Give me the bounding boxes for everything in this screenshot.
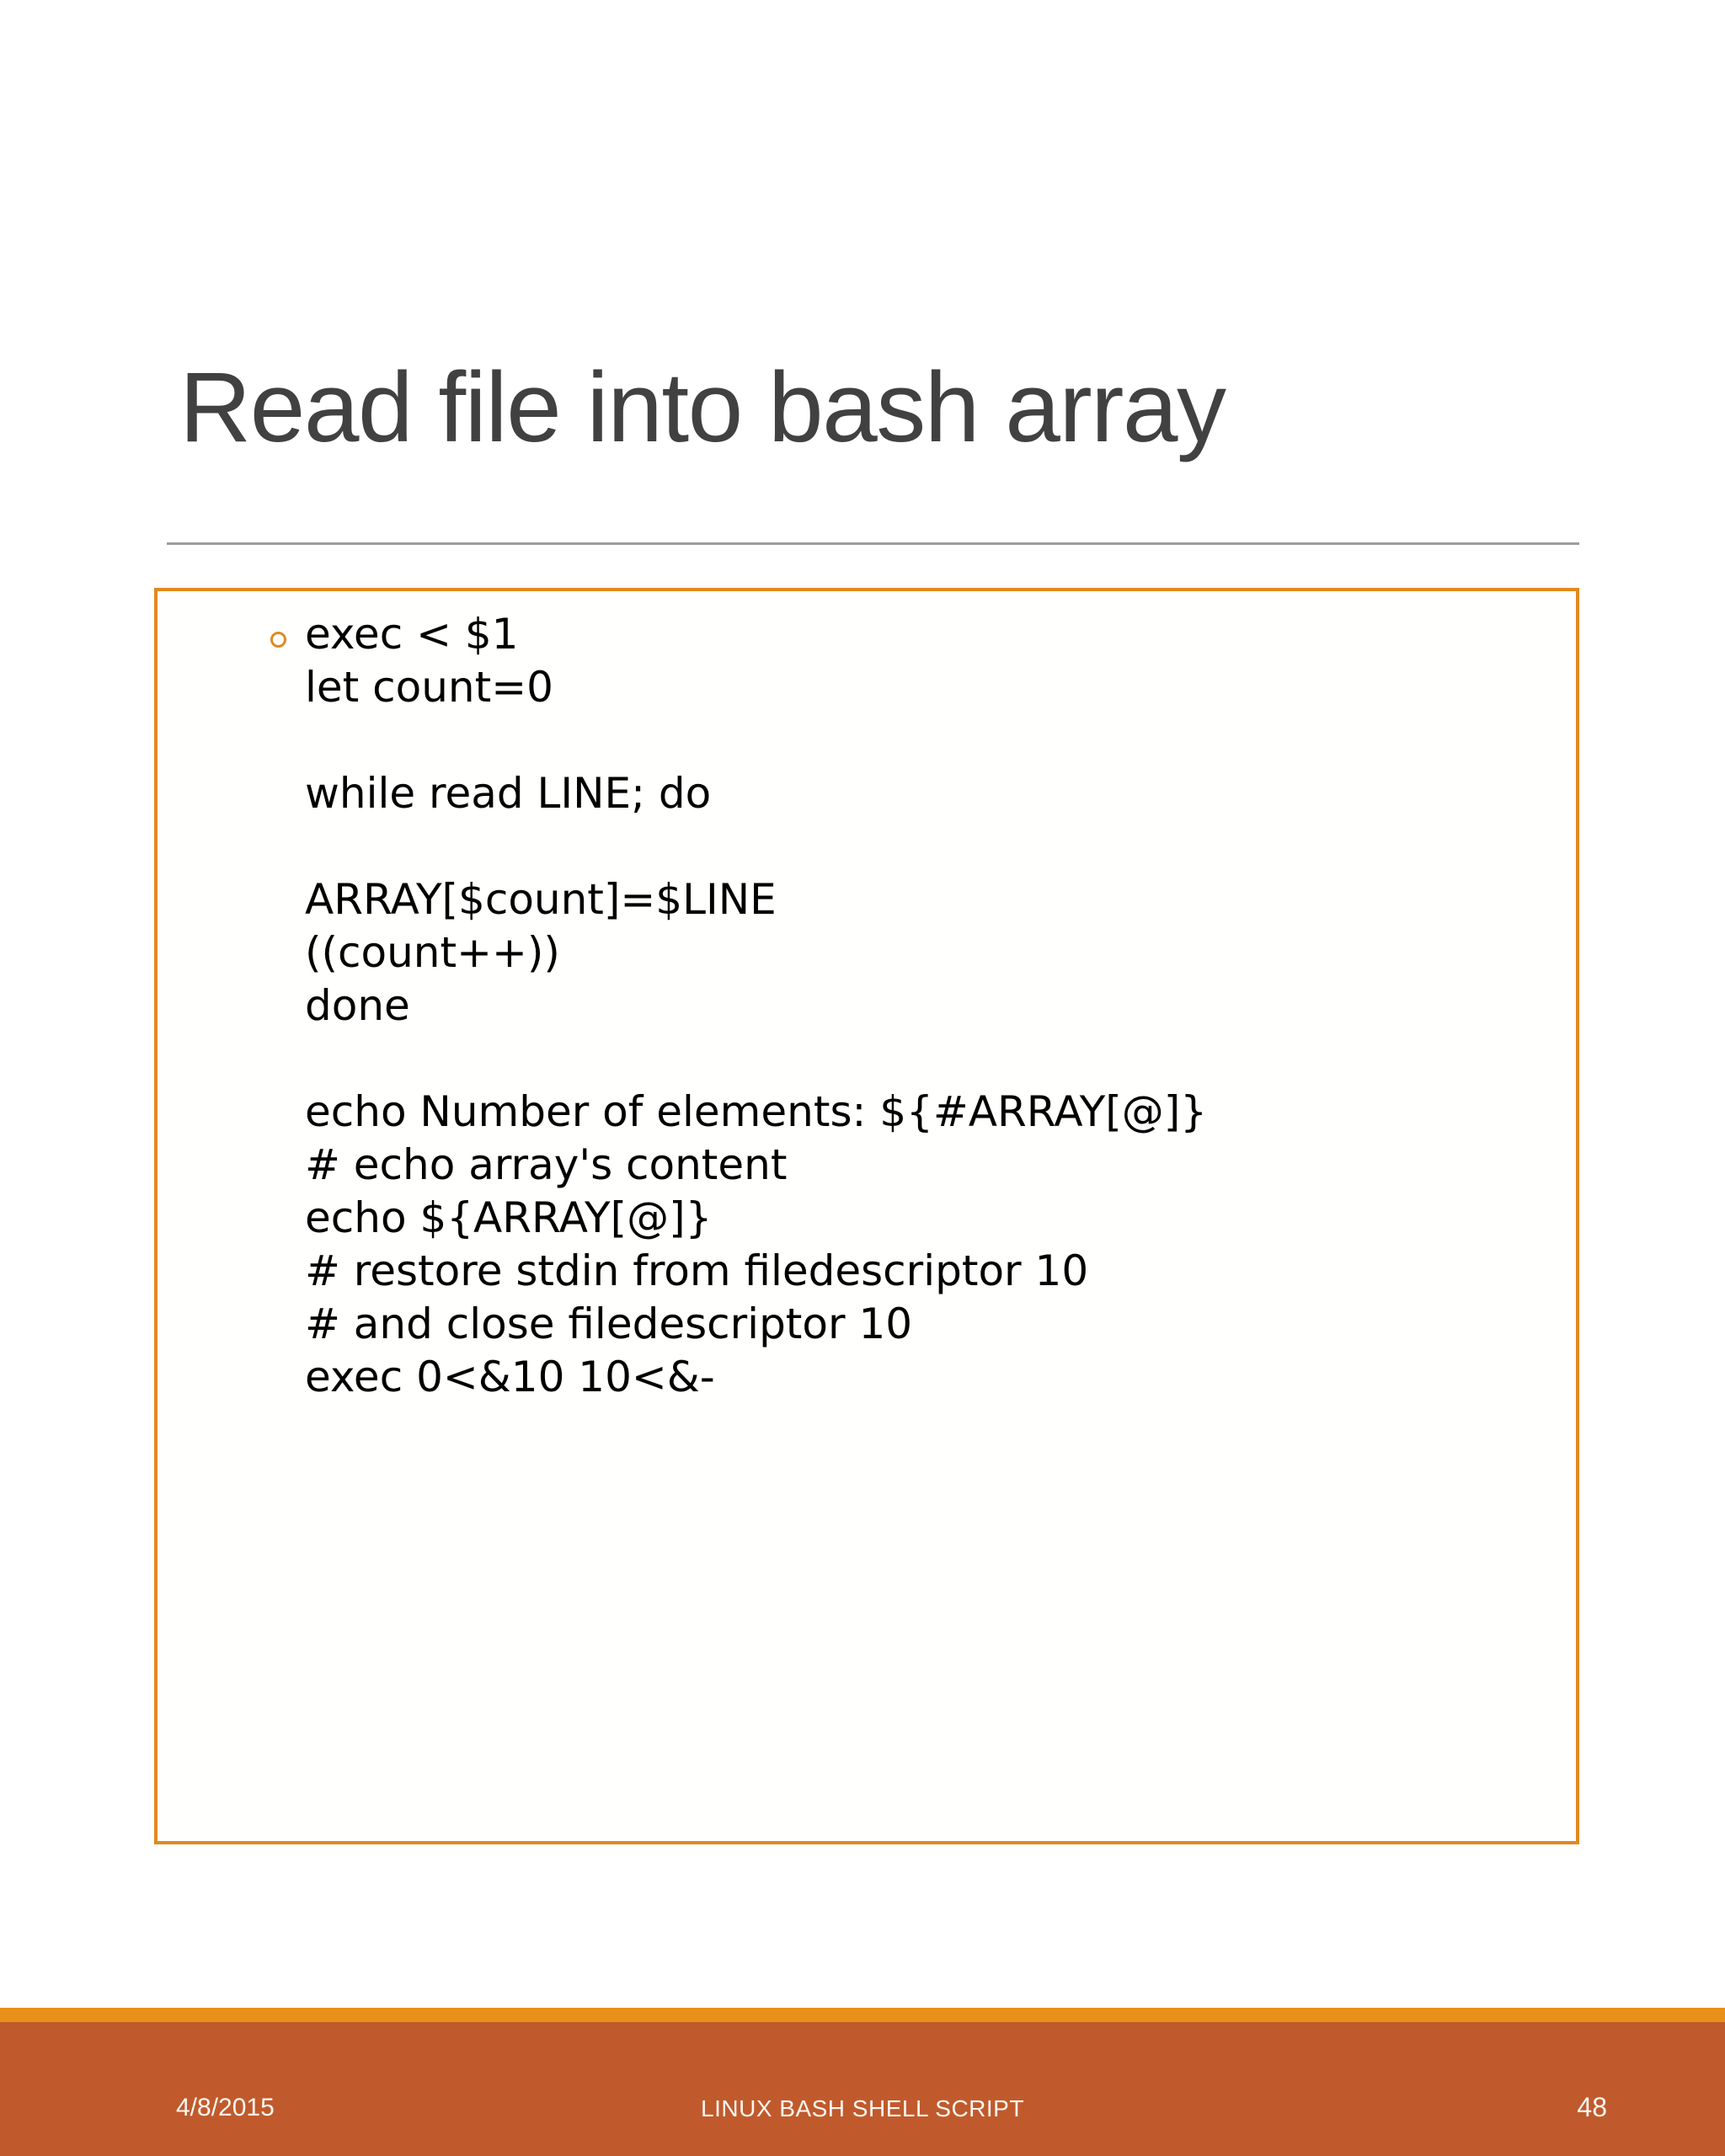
list-item: exec < $1 let count=0 while read LINE; d… [270,608,1559,1404]
footer-accent-bar [0,2008,1725,2022]
bullet-list: exec < $1 let count=0 while read LINE; d… [270,608,1559,1404]
title-divider [167,542,1579,545]
footer-title: LINUX BASH SHELL SCRIPT [701,2095,1024,2121]
page-title: Read file into bash array [179,352,1226,464]
hollow-circle-bullet-icon [270,632,286,648]
code-snippet: exec < $1 let count=0 while read LINE; d… [305,610,1208,1401]
footer-date: 4/8/2015 [176,2094,275,2121]
footer-page-number: 48 [1577,2092,1607,2122]
content-box: exec < $1 let count=0 while read LINE; d… [154,588,1579,1844]
footer-band [0,2022,1725,2156]
